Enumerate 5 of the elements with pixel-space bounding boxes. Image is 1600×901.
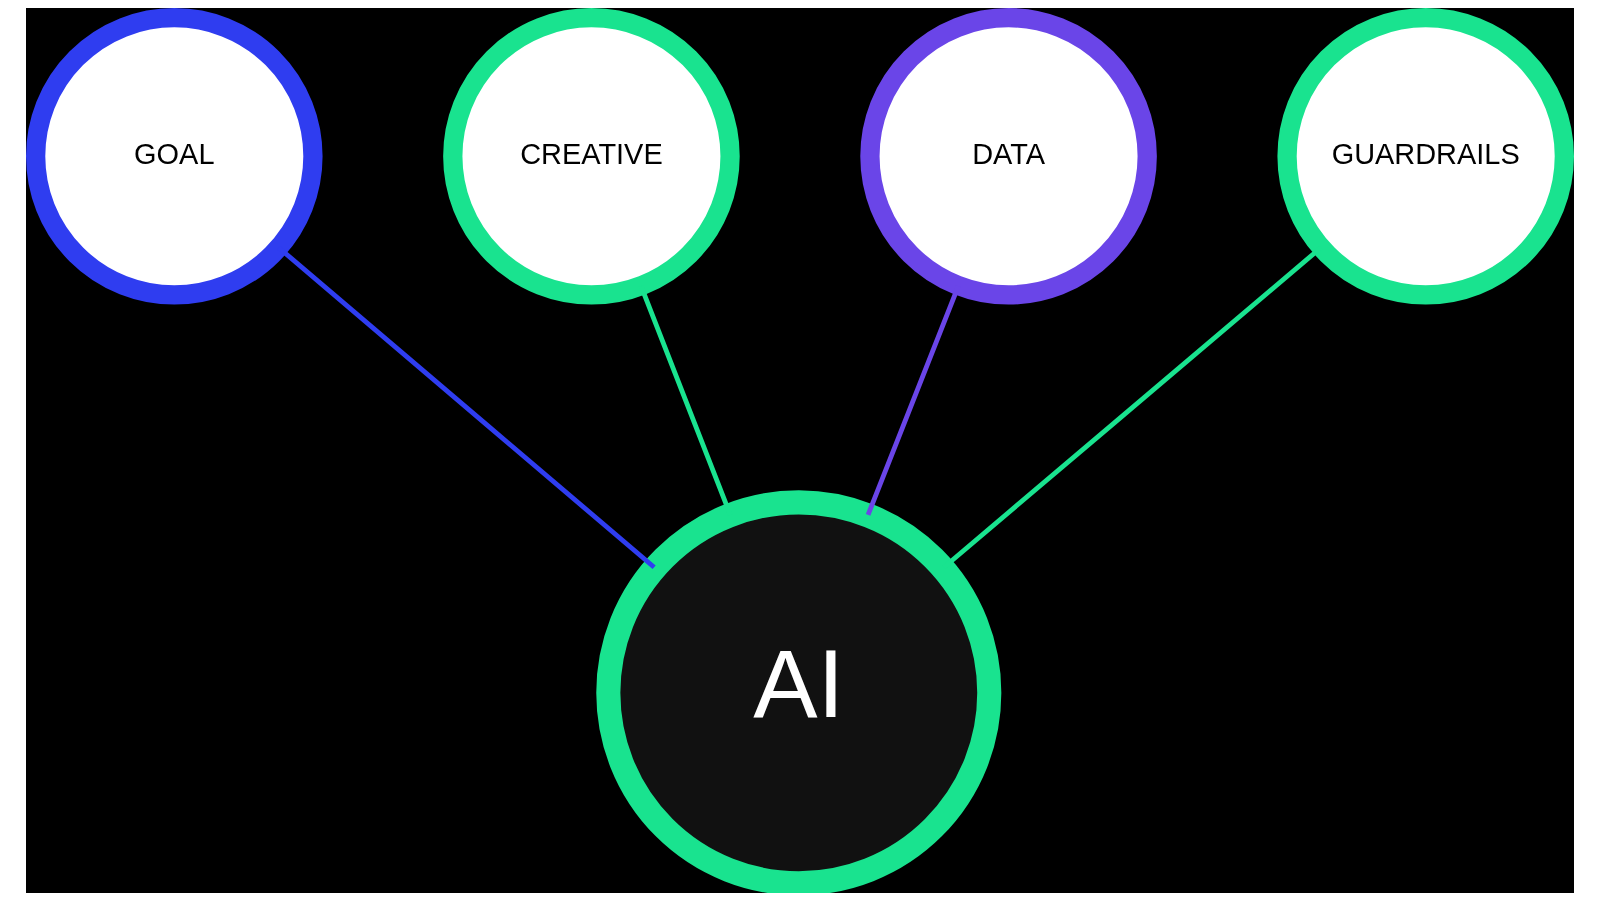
node-circle: DATA: [860, 8, 1157, 305]
node-circle: CREATIVE: [443, 8, 740, 305]
node-circle: GOAL: [26, 8, 323, 305]
node-circle: GUARDRAILS: [1277, 8, 1574, 305]
node-circle: AI: [596, 490, 1002, 893]
